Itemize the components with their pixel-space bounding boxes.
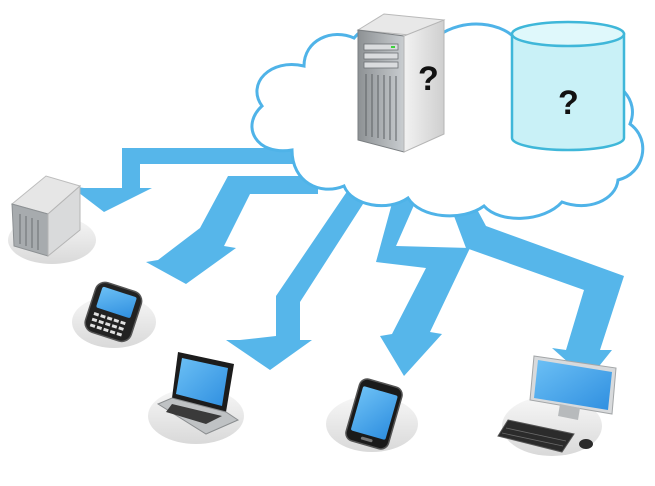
smartphone-device <box>326 378 418 452</box>
arrow-to-desktop <box>448 200 624 380</box>
server-question-mark: ? <box>418 60 439 98</box>
laptop-device <box>148 352 244 444</box>
arrow-to-tower-server <box>70 148 300 212</box>
server-tower-icon <box>356 13 446 153</box>
arrow-to-blackberry <box>146 176 318 284</box>
blackberry-device <box>72 281 156 348</box>
tower-server-device <box>8 175 96 264</box>
database-question-mark: ? <box>558 84 579 122</box>
arrow-to-laptop <box>226 190 372 370</box>
database-icon <box>510 20 626 152</box>
arrows <box>70 148 624 380</box>
arrow-to-smartphone <box>376 196 470 376</box>
desktop-pc-device <box>497 355 617 456</box>
